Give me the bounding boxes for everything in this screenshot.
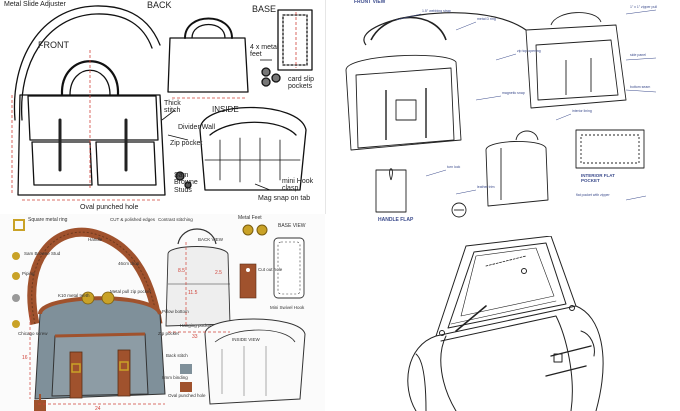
label-back: BACK bbox=[147, 0, 172, 10]
svg-text:zip top opening: zip top opening bbox=[517, 49, 541, 53]
label-mini-swivel: Mini Swivel Hook bbox=[270, 305, 305, 310]
label-metal-feet: 4 x metal feet bbox=[250, 44, 279, 59]
label-divider-wall: Divider Wall bbox=[178, 124, 216, 131]
panel-top-right-spec: 1.5" webbing strap metal D ring zip top … bbox=[326, 0, 680, 236]
label-front-view: FRONT VIEW bbox=[354, 0, 386, 5]
label-thick-stitch: Thick stitch bbox=[164, 100, 181, 115]
svg-text:turn lock: turn lock bbox=[447, 165, 460, 169]
label-hanging: Hanging pocket bbox=[180, 323, 212, 328]
svg-text:1" x 1" zipper pull: 1" x 1" zipper pull bbox=[630, 5, 657, 9]
svg-text:24: 24 bbox=[95, 406, 101, 411]
label-square-ring: Square metal ring bbox=[28, 217, 68, 223]
svg-text:side panel: side panel bbox=[630, 53, 646, 57]
label-zip-pocket-bl: Zip pocket bbox=[158, 331, 179, 336]
label-drop: 46cm drop bbox=[118, 261, 140, 266]
label-metal-slide: Metal Slide Adjuster bbox=[4, 1, 66, 8]
label-sam-browne: Sam Browne Studs bbox=[174, 172, 198, 194]
label-metal-pull: Metal pull zip pocket bbox=[110, 289, 151, 294]
svg-text:metal D ring: metal D ring bbox=[477, 17, 496, 21]
label-handle-flap: HANDLE FLAP bbox=[378, 217, 414, 223]
label-mini-hook: mini Hook clasp bbox=[282, 178, 314, 193]
label-oval-hole: Oval punched hole bbox=[80, 204, 139, 211]
label-k10: K10 metal teeth bbox=[58, 293, 90, 298]
svg-text:2.5: 2.5 bbox=[215, 270, 222, 276]
svg-text:8.5: 8.5 bbox=[178, 268, 185, 274]
label-pillow: Pillow bottom bbox=[162, 309, 189, 314]
svg-text:11.5: 11.5 bbox=[188, 290, 198, 296]
label-cut-off: Cut out hole bbox=[258, 267, 283, 272]
label-handle: Handle bbox=[88, 237, 103, 242]
svg-text:leather trim: leather trim bbox=[477, 185, 495, 189]
svg-text:magnetic snap: magnetic snap bbox=[502, 91, 525, 95]
svg-text:bottom seam: bottom seam bbox=[630, 85, 650, 89]
messenger-bag-sketch bbox=[11, 5, 313, 201]
open-doctor-bag-drawing bbox=[407, 236, 604, 411]
svg-text:16: 16 bbox=[22, 355, 28, 361]
label-back-stitch: Back stitch bbox=[166, 353, 188, 358]
label-base-view: BASE VIEW bbox=[278, 223, 306, 229]
label-cut-polished: CUT & polished edges bbox=[110, 217, 155, 222]
label-chicago: Chicago screw bbox=[18, 331, 48, 336]
label-back-view: BACK VIEW bbox=[198, 237, 224, 242]
svg-text:1.5" webbing strap: 1.5" webbing strap bbox=[422, 9, 451, 13]
panel-bottom-right-open-bag bbox=[326, 236, 680, 411]
duffle-bag-spec-drawing: 1.5" webbing strap metal D ring zip top … bbox=[345, 5, 657, 218]
svg-text:interior lining: interior lining bbox=[572, 109, 592, 113]
svg-text:flat pocket with zipper: flat pocket with zipper bbox=[576, 193, 610, 197]
label-mag-snap: Mag snap on tab bbox=[258, 195, 311, 202]
label-sam-browne-bl: Sam Browne Stud bbox=[24, 251, 61, 256]
label-bm-binding: 8mm binding bbox=[162, 375, 188, 380]
label-oval-punched: Oval punched hole bbox=[168, 393, 206, 398]
label-interior-flat-pocket: INTERIOR FLAT POCKET bbox=[581, 173, 615, 183]
svg-text:33: 33 bbox=[192, 334, 198, 340]
label-base: BASE bbox=[252, 4, 277, 14]
label-inside: INSIDE bbox=[212, 105, 239, 114]
label-zip-pocket: Zip pocket bbox=[170, 140, 203, 147]
label-inside-view: INSIDE VIEW bbox=[232, 337, 260, 342]
colored-bag-spec: 24 16 11.5 33 8.5 2.5 bbox=[12, 219, 306, 411]
panel-top-left-sketch: Metal Slide Adjuster BACK BASE FRONT 4 x… bbox=[0, 0, 326, 214]
label-card-slip: card slip pockets bbox=[288, 76, 315, 91]
label-metal-feet-bl: Metal Feet bbox=[238, 215, 262, 221]
label-front: FRONT bbox=[38, 40, 69, 50]
label-contrast-stitch: Contrast stitching bbox=[158, 217, 193, 222]
panel-bottom-left-colored: 24 16 11.5 33 8.5 2.5 Square metal ring … bbox=[0, 214, 325, 411]
label-piping: Piping bbox=[22, 271, 35, 276]
